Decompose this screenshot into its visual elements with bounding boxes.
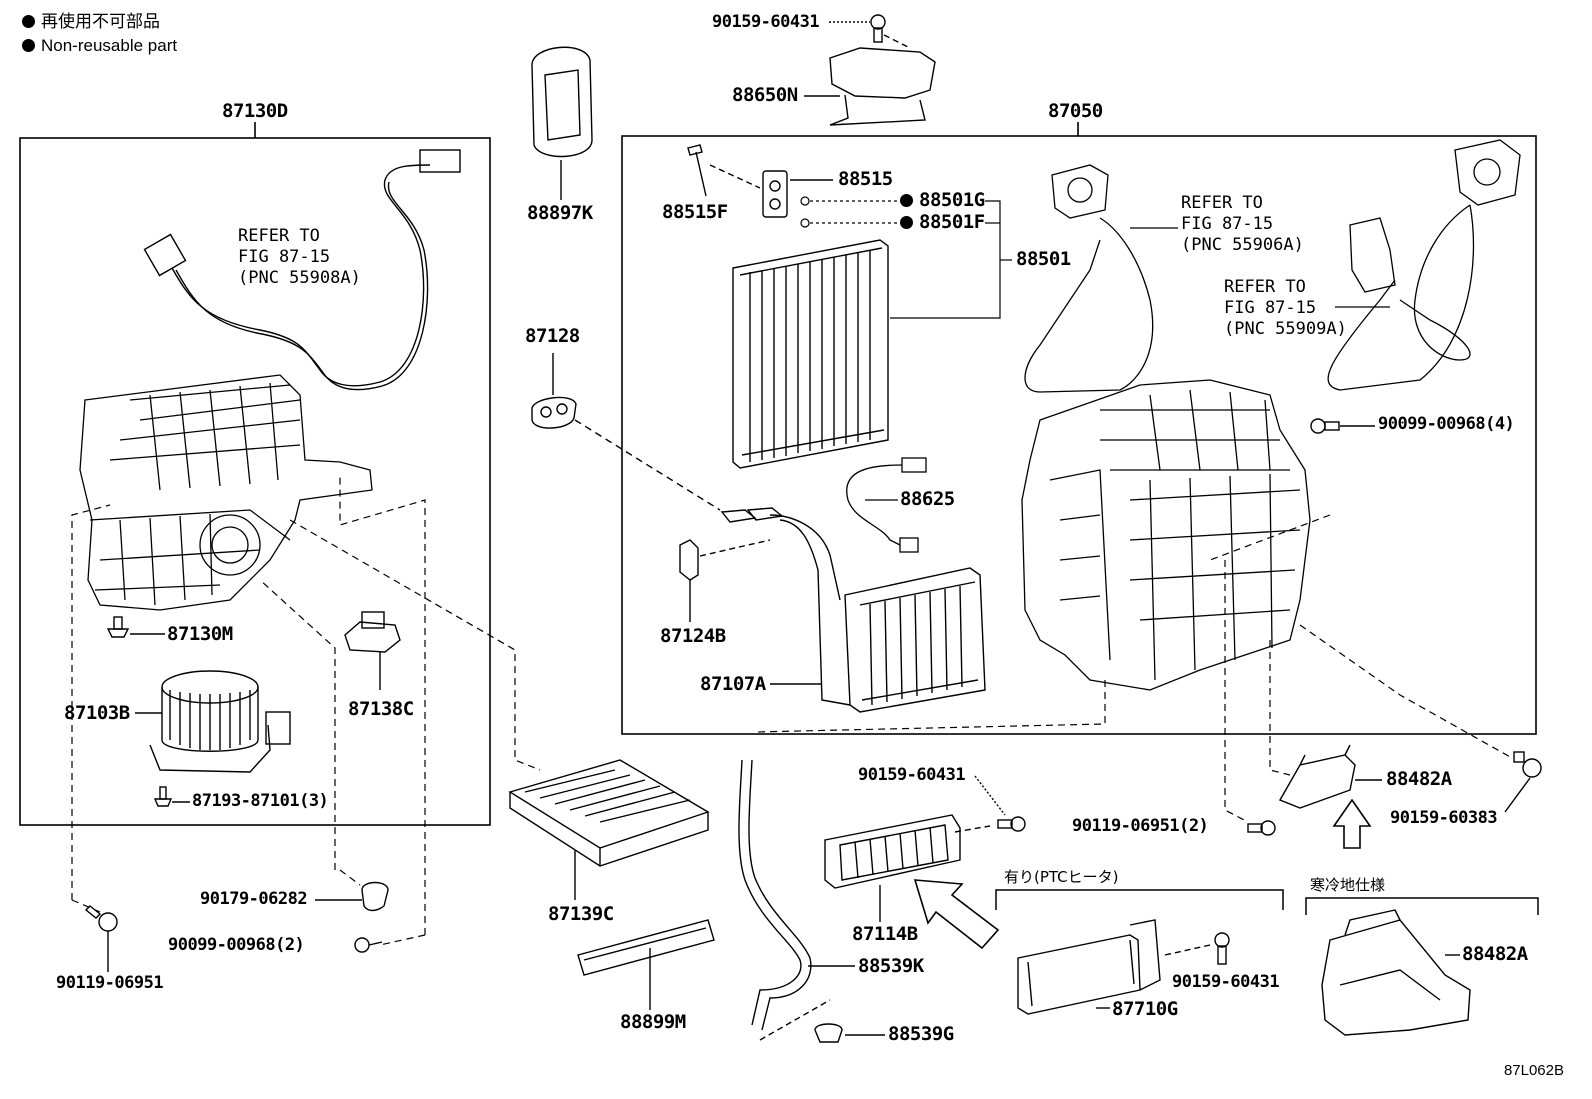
sensor-88650N bbox=[804, 47, 936, 126]
ptc-heater-87114B bbox=[824, 814, 991, 922]
part-88897K[interactable]: 88897K bbox=[527, 202, 593, 224]
bolt-90099-00968-2 bbox=[354, 937, 383, 953]
part-88501F[interactable]: 88501F bbox=[900, 213, 985, 232]
bolt-90159-60431-mid bbox=[974, 775, 1026, 832]
part-88501F-text: 88501F bbox=[919, 211, 985, 233]
actuator-harness-right bbox=[1327, 139, 1521, 391]
grommet-87128 bbox=[531, 353, 721, 511]
part-88501G[interactable]: 88501G bbox=[900, 191, 985, 210]
part-88899M[interactable]: 88899M bbox=[620, 1011, 686, 1033]
variant-ptc-heater: 有り(PTCヒータ) bbox=[1004, 868, 1119, 886]
heater-core-87107A bbox=[720, 507, 986, 713]
clip-90179-06282 bbox=[315, 881, 389, 912]
part-87130M[interactable]: 87130M bbox=[167, 623, 233, 645]
hvac-unit-87050 bbox=[1021, 379, 1311, 691]
part-87128[interactable]: 87128 bbox=[525, 325, 580, 347]
part-88501[interactable]: 88501 bbox=[1016, 248, 1071, 270]
legend-jp: 再使用不可部品 bbox=[22, 10, 177, 34]
part-87103B[interactable]: 87103B bbox=[64, 702, 130, 724]
part-90159-60431-ptc[interactable]: 90159-60431 bbox=[1172, 972, 1280, 992]
variant-cold-region: 寒冷地仕様 bbox=[1310, 876, 1386, 894]
part-88539K[interactable]: 88539K bbox=[858, 955, 924, 977]
bolt-90119-06951-left bbox=[84, 905, 118, 972]
non-reusable-icon bbox=[900, 216, 913, 229]
ref-note-mid: REFER TO FIG 87-15 (PNC 55906A) bbox=[1181, 193, 1304, 255]
part-90119-06951-mid[interactable]: 90119-06951(2) bbox=[1072, 816, 1209, 836]
screw-87193 bbox=[153, 786, 190, 807]
part-88650N[interactable]: 88650N bbox=[732, 84, 798, 106]
part-87114B[interactable]: 87114B bbox=[852, 923, 918, 945]
part-88501G-text: 88501G bbox=[919, 189, 985, 211]
bolt-90159-60431-top bbox=[829, 14, 911, 49]
resistor-87138C bbox=[344, 611, 401, 690]
legend-en-text: Non-reusable part bbox=[41, 36, 178, 55]
evaporator-88501 bbox=[732, 239, 889, 469]
bracket-88482A-bot bbox=[1321, 909, 1471, 1036]
bolt-90119-06951-mid bbox=[1247, 820, 1276, 836]
part-90099-00968-4[interactable]: 90099-00968(4) bbox=[1378, 414, 1515, 434]
part-87130D[interactable]: 87130D bbox=[222, 100, 288, 122]
part-90159-60383[interactable]: 90159-60383 bbox=[1390, 808, 1498, 828]
bracket-88482A-top bbox=[1278, 744, 1382, 809]
part-90159-60431-mid[interactable]: 90159-60431 bbox=[858, 765, 966, 785]
arrow-ptc bbox=[913, 879, 1000, 950]
legend: 再使用不可部品 Non-reusable part bbox=[22, 10, 177, 58]
bullet-icon bbox=[22, 39, 35, 52]
sensor-88625 bbox=[846, 457, 927, 553]
blower-motor bbox=[135, 670, 291, 773]
bolt-90099-00968-4 bbox=[1310, 418, 1375, 434]
arrow-up bbox=[1332, 798, 1372, 849]
part-90119-06951-left[interactable]: 90119-06951 bbox=[56, 973, 164, 993]
part-87050[interactable]: 87050 bbox=[1048, 100, 1103, 122]
drain-hose-88539K bbox=[738, 759, 855, 1031]
legend-jp-text: 再使用不可部品 bbox=[41, 12, 160, 31]
valve-88515 bbox=[762, 170, 833, 218]
ref-note-right: REFER TO FIG 87-15 (PNC 55909A) bbox=[1224, 277, 1347, 339]
part-90179-06282[interactable]: 90179-06282 bbox=[200, 889, 308, 909]
actuator-harness-mid bbox=[1024, 164, 1178, 393]
part-87710G[interactable]: 87710G bbox=[1112, 998, 1178, 1020]
part-87138C[interactable]: 87138C bbox=[348, 698, 414, 720]
part-90159-60431-top[interactable]: 90159-60431 bbox=[712, 12, 820, 32]
ptc-heater-87710G bbox=[1017, 919, 1161, 1015]
part-88482A-top[interactable]: 88482A bbox=[1386, 768, 1452, 790]
blower-case bbox=[79, 374, 373, 611]
part-87107A[interactable]: 87107A bbox=[700, 673, 766, 695]
part-88515[interactable]: 88515 bbox=[838, 168, 893, 190]
o-ring-88501G bbox=[800, 196, 810, 206]
panel-88899M bbox=[577, 919, 715, 1010]
bracket-87124B bbox=[679, 539, 771, 622]
part-87193-87101[interactable]: 87193-87101(3) bbox=[192, 791, 329, 811]
ref-note-left: REFER TO FIG 87-15 (PNC 55908A) bbox=[238, 226, 361, 288]
plug-88539G bbox=[759, 999, 885, 1043]
part-87139C[interactable]: 87139C bbox=[548, 903, 614, 925]
part-88625[interactable]: 88625 bbox=[900, 488, 955, 510]
figure-code: 87L062B bbox=[1503, 1062, 1564, 1079]
air-filter-87139C bbox=[508, 759, 710, 900]
bolt-88515F bbox=[687, 144, 761, 197]
blower-wire-harness bbox=[143, 149, 461, 391]
bolt-90159-60431-ptc bbox=[1164, 932, 1230, 965]
part-88515F[interactable]: 88515F bbox=[662, 201, 728, 223]
o-ring-88501F bbox=[800, 218, 810, 228]
legend-en: Non-reusable part bbox=[22, 34, 177, 58]
non-reusable-icon bbox=[900, 194, 913, 207]
screw-87130M bbox=[106, 616, 165, 638]
part-87124B[interactable]: 87124B bbox=[660, 625, 726, 647]
part-88539G[interactable]: 88539G bbox=[888, 1023, 954, 1045]
bolt-90159-60383 bbox=[1504, 751, 1542, 813]
part-90099-00968-2[interactable]: 90099-00968(2) bbox=[168, 935, 305, 955]
bullet-icon bbox=[22, 15, 35, 28]
part-88482A-bot[interactable]: 88482A bbox=[1462, 943, 1528, 965]
duct-88897K bbox=[531, 46, 593, 200]
frame-87050 bbox=[621, 135, 1537, 735]
